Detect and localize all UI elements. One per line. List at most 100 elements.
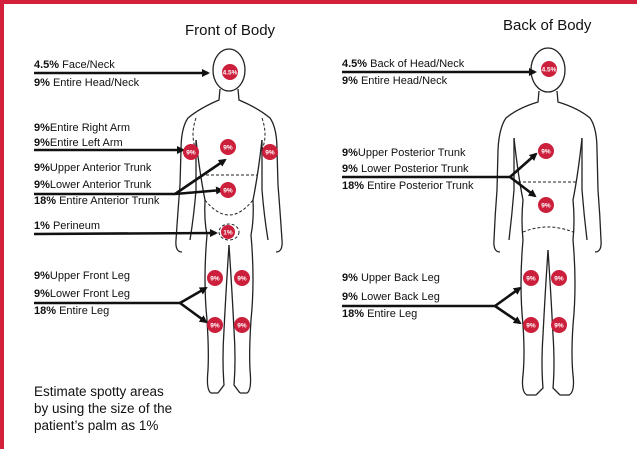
svg-text:4.5%: 4.5% bbox=[223, 70, 238, 77]
label-upper-back-leg: 9% Upper Back Leg bbox=[342, 272, 440, 285]
label-text: Lower Posterior Trunk bbox=[358, 163, 469, 175]
front-title-part-a: Front of bbox=[185, 22, 241, 39]
svg-text:9%: 9% bbox=[210, 323, 220, 330]
palm-estimate-note: Estimate spotty areas by using the size … bbox=[34, 383, 234, 434]
label-pct: 4.5% bbox=[342, 58, 367, 70]
front-title-part-b: Body bbox=[241, 22, 275, 39]
label-pct: 18% bbox=[34, 195, 56, 207]
front-dot-upper-leg-left: 9% bbox=[234, 270, 250, 286]
note-line-3-emphasis: patient’s palm bbox=[34, 418, 117, 433]
label-pct: 9% bbox=[34, 122, 50, 134]
back-dot-upper-leg-left: 9% bbox=[551, 270, 567, 286]
svg-text:4.5%: 4.5% bbox=[542, 67, 557, 74]
back-dot-lower-leg-right: 9% bbox=[523, 317, 539, 333]
back-dot-lower-trunk: 9% bbox=[538, 197, 554, 213]
label-lower-posterior-trunk: 9% Lower Posterior Trunk bbox=[342, 163, 469, 176]
back-title: Back of Body bbox=[503, 17, 591, 34]
label-pct: 9% bbox=[34, 288, 50, 300]
label-back-of-head-neck: 4.5% Back of Head/Neck bbox=[342, 58, 464, 71]
svg-text:9%: 9% bbox=[237, 276, 247, 283]
front-region-lines bbox=[193, 118, 265, 240]
label-text: Upper Back Leg bbox=[358, 272, 440, 284]
label-back-entire-head-neck: 9% Entire Head/Neck bbox=[342, 75, 447, 88]
label-text: Upper Posterior Trunk bbox=[358, 147, 466, 159]
label-text: Back of Head/Neck bbox=[367, 58, 464, 70]
front-dot-lower-leg-right: 9% bbox=[207, 317, 223, 333]
front-dot-perineum: 1% bbox=[221, 225, 235, 239]
label-text: Perineum bbox=[50, 220, 100, 232]
label-text: Entire Right Arm bbox=[50, 122, 130, 134]
front-dot-upper-trunk: 9% bbox=[220, 139, 236, 155]
label-entire-front-leg: 18% Entire Leg bbox=[34, 305, 109, 318]
label-lower-front-leg: 9%Lower Front Leg bbox=[34, 288, 130, 301]
label-pct: 9% bbox=[34, 137, 50, 149]
label-pct: 9% bbox=[342, 291, 358, 303]
label-pct: 9% bbox=[34, 77, 50, 89]
front-dot-lower-trunk: 9% bbox=[220, 182, 236, 198]
label-face-neck: 4.5% Face/Neck bbox=[34, 59, 115, 72]
label-pct: 9% bbox=[34, 270, 50, 282]
svg-text:9%: 9% bbox=[223, 188, 233, 195]
svg-text:9%: 9% bbox=[186, 150, 196, 157]
label-text: Entire Anterior Trunk bbox=[56, 195, 159, 207]
svg-text:9%: 9% bbox=[541, 203, 551, 210]
label-text: Entire Head/Neck bbox=[358, 75, 447, 87]
svg-text:9%: 9% bbox=[554, 323, 564, 330]
label-text: Entire Posterior Trunk bbox=[364, 180, 473, 192]
note-line-2: by using the size of the bbox=[34, 400, 234, 417]
label-upper-posterior-trunk: 9%Upper Posterior Trunk bbox=[342, 147, 466, 160]
label-pct: 18% bbox=[342, 308, 364, 320]
back-dot-upper-trunk: 9% bbox=[538, 143, 554, 159]
svg-text:9%: 9% bbox=[526, 276, 536, 283]
svg-text:9%: 9% bbox=[554, 276, 564, 283]
label-text: Face/Neck bbox=[59, 59, 115, 71]
svg-text:9%: 9% bbox=[265, 150, 275, 157]
label-pct: 9% bbox=[34, 162, 50, 174]
label-text: Lower Anterior Trunk bbox=[50, 179, 152, 191]
label-pct: 9% bbox=[342, 75, 358, 87]
back-title-part-a: Back of bbox=[503, 17, 557, 34]
label-lower-anterior-trunk: 9%Lower Anterior Trunk bbox=[34, 179, 151, 192]
svg-text:1%: 1% bbox=[223, 230, 233, 237]
label-pct: 18% bbox=[342, 180, 364, 192]
label-entire-head-neck: 9% Entire Head/Neck bbox=[34, 77, 139, 90]
back-title-part-b: Body bbox=[557, 17, 591, 34]
back-dot-lower-leg-left: 9% bbox=[551, 317, 567, 333]
label-pct: 18% bbox=[34, 305, 56, 317]
back-body-figure bbox=[494, 48, 601, 395]
svg-text:9%: 9% bbox=[526, 323, 536, 330]
label-entire-back-leg: 18% Entire Leg bbox=[342, 308, 417, 321]
svg-text:9%: 9% bbox=[541, 149, 551, 156]
front-body-figure bbox=[176, 49, 282, 393]
label-text: Entire Leg bbox=[364, 308, 417, 320]
front-dot-lower-leg-left: 9% bbox=[234, 317, 250, 333]
front-dot-face: 4.5% bbox=[222, 64, 238, 80]
back-dot-upper-leg-right: 9% bbox=[523, 270, 539, 286]
note-line-3: patient’s palm as 1% bbox=[34, 417, 234, 434]
label-pct: 4.5% bbox=[34, 59, 59, 71]
svg-text:9%: 9% bbox=[237, 323, 247, 330]
note-line-3-rest: as 1% bbox=[117, 418, 158, 433]
front-dot-right-arm: 9% bbox=[183, 144, 199, 160]
front-dot-left-arm: 9% bbox=[262, 144, 278, 160]
svg-text:9%: 9% bbox=[210, 276, 220, 283]
label-upper-front-leg: 9%Upper Front Leg bbox=[34, 270, 130, 283]
front-title: Front of Body bbox=[185, 22, 275, 39]
label-lower-back-leg: 9% Lower Back Leg bbox=[342, 291, 440, 304]
label-entire-left-arm: 9%Entire Left Arm bbox=[34, 137, 123, 150]
label-entire-right-arm: 9%Entire Right Arm bbox=[34, 122, 130, 135]
note-line-1: Estimate spotty areas bbox=[34, 383, 234, 400]
label-text: Upper Anterior Trunk bbox=[50, 162, 152, 174]
back-arrows bbox=[342, 72, 536, 323]
label-text: Entire Left Arm bbox=[50, 137, 123, 149]
label-text: Lower Back Leg bbox=[358, 291, 440, 303]
label-pct: 9% bbox=[34, 179, 50, 191]
svg-text:9%: 9% bbox=[223, 145, 233, 152]
back-dot-head: 4.5% bbox=[541, 61, 557, 77]
front-dot-upper-leg-right: 9% bbox=[207, 270, 223, 286]
label-text: Entire Head/Neck bbox=[50, 77, 139, 89]
label-perineum: 1% Perineum bbox=[34, 220, 100, 233]
label-pct: 9% bbox=[342, 163, 358, 175]
label-pct: 9% bbox=[342, 272, 358, 284]
label-entire-anterior-trunk: 18% Entire Anterior Trunk bbox=[34, 195, 159, 208]
